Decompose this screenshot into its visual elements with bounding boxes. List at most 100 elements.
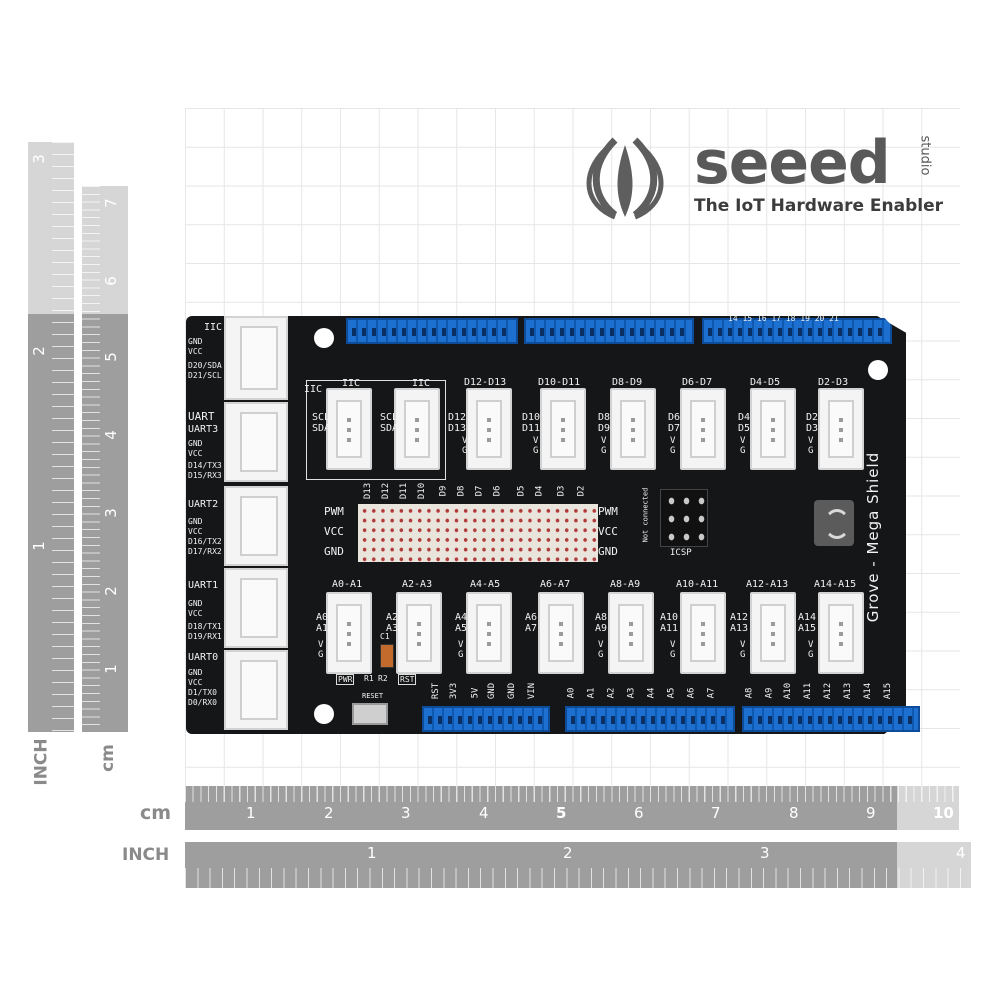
title-d2-d3: D2-D3 [818, 377, 849, 388]
dpin-d5: D5 [516, 485, 527, 497]
grove-connector-uart2 [224, 486, 288, 566]
brand-studio: studio [917, 135, 933, 176]
left-inch-ruler: 3 2 1 [28, 142, 74, 732]
label-d18-tx1: D18/TX1 [188, 622, 222, 631]
bottom-cm-1: 1 [246, 804, 256, 822]
grove-connector-uart1 [224, 568, 288, 648]
title-iic-1: IIC [342, 378, 361, 389]
icsp-header [660, 489, 708, 547]
pin-sda-1: SDA [312, 423, 331, 434]
pin-d7: D7 [668, 423, 681, 434]
hdr-a15: A15 [883, 682, 894, 700]
pin-a15: A15 [798, 623, 817, 634]
hdr-a9: A9 [764, 687, 775, 699]
hdr-a2: A2 [606, 687, 617, 699]
mounting-hole-top-left [314, 328, 334, 348]
proto-left-gnd: GND [324, 545, 344, 558]
grove-connector-a12-a13 [750, 592, 796, 674]
dpin-d2: D2 [576, 485, 587, 497]
bottom-header-analog-b [742, 706, 920, 732]
pin-a12: A12 [730, 612, 749, 623]
grove-connector-d8-d9 [610, 388, 656, 470]
mounting-hole-bottom-left [314, 704, 334, 724]
left-cm-4: 4 [101, 430, 120, 440]
grove-connector-d4-d5 [750, 388, 796, 470]
proto-left-vcc: VCC [324, 525, 344, 538]
pin-a3: A3 [386, 623, 399, 634]
bottom-inch-4: 4 [956, 844, 966, 862]
label-uart0-vcc: VCC [188, 678, 203, 687]
seeed-logo-mark [586, 137, 664, 220]
label-d14-tx3: D14/TX3 [188, 461, 222, 470]
bottom-cm-8: 8 [789, 804, 799, 822]
bottom-cm-2: 2 [324, 804, 334, 822]
capacitor-c1 [380, 644, 394, 668]
label-uart1: UART1 [188, 580, 219, 591]
grove-connector-a0-a1 [326, 592, 372, 674]
bottom-cm-7: 7 [711, 804, 721, 822]
label-d0-rx0: D0/RX0 [188, 698, 217, 707]
label-uart0: UART0 [188, 652, 219, 663]
title-a14-a15: A14-A15 [814, 579, 857, 590]
label-uart: UART [188, 410, 215, 423]
hdr-a7: A7 [706, 687, 717, 699]
hdr-a10: A10 [783, 682, 794, 700]
dpin-d7: D7 [474, 485, 485, 497]
dpin-d8: D8 [456, 485, 467, 497]
label-d21-scl: D21/SCL [188, 371, 222, 380]
title-a8-a9: A8-A9 [610, 579, 641, 590]
hdr-a4: A4 [646, 687, 657, 699]
proto-right-vcc: VCC [598, 525, 618, 538]
grove-connector-d2-d3 [818, 388, 864, 470]
left-cm-1: 1 [101, 664, 120, 674]
dpin-d4: D4 [534, 485, 545, 497]
mounting-hole-top-right [868, 360, 888, 380]
top-header-3 [702, 318, 892, 344]
label-uart2: UART2 [188, 499, 219, 510]
pin-sda-2: SDA [380, 423, 399, 434]
label-iic: IIC [204, 322, 223, 333]
pin-d8: D8 [598, 412, 611, 423]
left-inch-1: 1 [29, 541, 48, 551]
bottom-cm-10: 10 [933, 804, 954, 822]
top-header-1 [346, 318, 518, 344]
brand-name: seeed [694, 128, 891, 198]
pin-a13: A13 [730, 623, 749, 634]
label-reset: RESET [362, 692, 384, 700]
pin-a4: A4 [455, 612, 468, 623]
hdr-a5: A5 [666, 687, 677, 699]
bottom-inch-ruler: 1 2 3 4 [185, 842, 971, 888]
label-uart3-vcc: VCC [188, 449, 203, 458]
grove-connector-iic-2 [394, 388, 440, 470]
bottom-inch-unit: INCH [122, 845, 170, 865]
hdr-a6: A6 [686, 687, 697, 699]
label-c1: C1 [380, 632, 390, 641]
hdr-a13: A13 [843, 682, 854, 700]
title-a12-a13: A12-A13 [746, 579, 789, 590]
bottom-cm-5: 5 [556, 804, 567, 822]
grove-connector-a10-a11 [680, 592, 726, 674]
bottom-cm-unit: cm [140, 802, 172, 824]
title-d4-d5: D4-D5 [750, 377, 781, 388]
dpin-d3: D3 [556, 485, 567, 497]
left-inch-unit: INCH [31, 738, 52, 786]
hdr-vin: VIN [527, 682, 538, 700]
pin-a7: A7 [525, 623, 538, 634]
label-uart3: UART3 [188, 424, 219, 435]
label-uart2-vcc: VCC [188, 527, 203, 536]
grove-connector-d6-d7 [680, 388, 726, 470]
title-a2-a3: A2-A3 [402, 579, 433, 590]
label-iic-side: IIC [304, 384, 323, 395]
bottom-cm-6: 6 [634, 804, 644, 822]
label-r2: R2 [378, 674, 388, 683]
proto-right-gnd: GND [598, 545, 618, 558]
label-d16-tx2: D16/TX2 [188, 537, 222, 546]
grove-connector-a4-a5 [466, 592, 512, 674]
grove-connector-a2-a3 [396, 592, 442, 674]
left-cm-5: 5 [101, 352, 120, 362]
pin-a9: A9 [595, 623, 608, 634]
pin-d6: D6 [668, 412, 681, 423]
